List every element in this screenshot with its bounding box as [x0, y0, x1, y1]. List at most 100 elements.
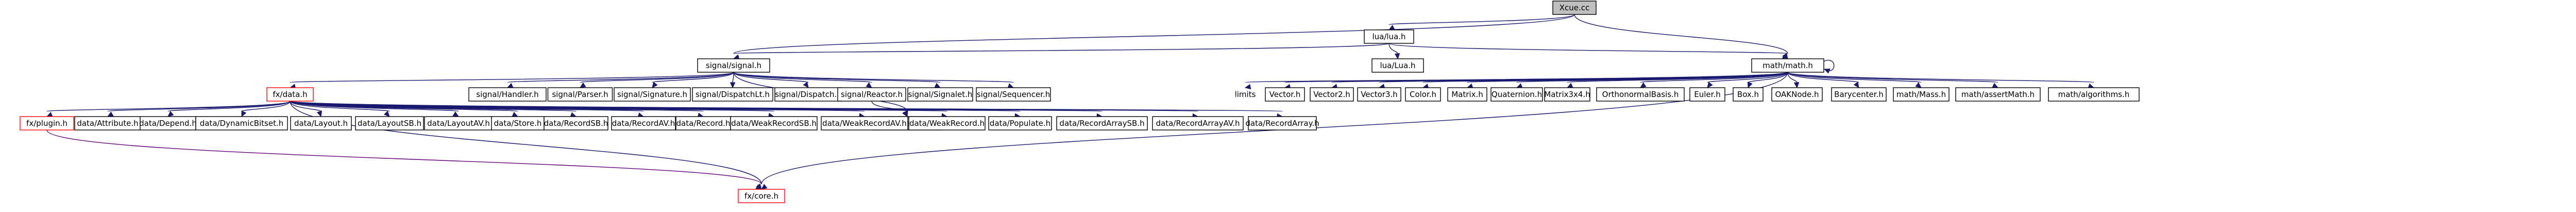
node-box: [1831, 87, 1887, 102]
edge-n_mathmath-to-n_mathmass: [1787, 72, 1922, 83]
node-label: data/Store.h: [494, 119, 542, 128]
graph-edges: [46, 14, 2095, 190]
node-box: [738, 189, 785, 203]
edge-n_sigsig-to-n_sigreactor: [733, 72, 872, 83]
node-vector3[interactable]: Vector3.h: [1357, 87, 1401, 102]
node-box: [1364, 29, 1414, 44]
edge-arrowhead: [506, 83, 514, 88]
node-label: data/WeakRecordSB.h: [731, 119, 817, 128]
node-fxcore[interactable]: fx/core.h: [738, 189, 785, 203]
edge-arrowhead: [730, 82, 736, 89]
node-label: lua/lua.h: [1372, 32, 1405, 41]
node-drecordav[interactable]: data/RecordAV.h: [611, 116, 676, 131]
edge-arrowhead: [241, 110, 247, 118]
node-box: [988, 116, 1052, 131]
node-drecordarraysb[interactable]: data/RecordArraySB.h: [1056, 116, 1148, 131]
node-label: Matrix.h: [1451, 90, 1483, 99]
node-label: math/assertMath.h: [1961, 90, 2035, 99]
node-label: data/RecordArraySB.h: [1059, 119, 1144, 128]
node-dlayoutav[interactable]: data/LayoutAV.h: [424, 116, 493, 131]
edge-n_mathmath-to-n_mathassert: [1787, 72, 1998, 83]
node-dpopulate[interactable]: data/Populate.h: [988, 116, 1052, 131]
node-label: data/RecordAV.h: [612, 119, 675, 128]
node-mathmass[interactable]: math/Mass.h: [1893, 87, 1950, 102]
node-box[interactable]: Box.h: [1733, 87, 1764, 102]
node-vector2[interactable]: Vector2.h: [1310, 87, 1354, 102]
node-oaknode[interactable]: OAKNode.h: [1771, 87, 1823, 102]
edge-arrowhead: [1992, 83, 1999, 88]
node-box: [611, 116, 676, 131]
node-dweakrecord[interactable]: data/WeakRecord.h: [908, 116, 986, 131]
node-dweakrecordsb[interactable]: data/WeakRecordSB.h: [730, 116, 818, 131]
node-dlayout[interactable]: data/Layout.h: [290, 116, 352, 131]
node-drecord[interactable]: data/Record.h: [675, 116, 731, 131]
node-label: data/Populate.h: [990, 119, 1050, 128]
node-sigdispatch[interactable]: signal/Dispatch.h: [774, 87, 842, 102]
node-label: signal/DispatchLt.h: [696, 90, 770, 99]
node-matrix3x4[interactable]: Matrix3x4.h: [1544, 87, 1590, 102]
node-barycenter[interactable]: Barycenter.h: [1831, 87, 1887, 102]
node-sigsequencer[interactable]: signal/Sequencer.h: [976, 87, 1051, 102]
node-box: [2048, 87, 2140, 102]
node-ddynbitset[interactable]: data/DynamicBitset.h: [195, 116, 288, 131]
node-matrix[interactable]: Matrix.h: [1447, 87, 1487, 102]
node-fxdata[interactable]: fx/data.h: [266, 87, 314, 102]
edge-n_mathmath-to-n_mathalgo: [1787, 72, 2094, 83]
node-sigdispatchlt[interactable]: signal/DispatchLt.h: [692, 87, 773, 102]
node-label: Barycenter.h: [1834, 90, 1884, 99]
node-box: [1056, 116, 1148, 131]
node-sigparser[interactable]: signal/Parser.h: [547, 87, 613, 102]
node-label: data/Depend.h: [139, 119, 197, 128]
edge-arrowhead: [512, 111, 519, 117]
node-orthonormal[interactable]: OrthonormalBasis.h: [1596, 87, 1685, 102]
edge-arrowhead: [652, 81, 658, 88]
node-box: [1310, 87, 1354, 102]
node-box: [730, 116, 818, 131]
node-box: [908, 116, 986, 131]
node-root[interactable]: Xcue.cc: [1552, 1, 1597, 15]
edge-arrowhead: [1747, 81, 1753, 89]
edge-n_root-to-n_mathmath: [1574, 14, 1788, 54]
node-box: [1152, 116, 1244, 131]
node-luacuel[interactable]: lua/Lua.h: [1371, 58, 1424, 73]
node-sighandler[interactable]: signal/Handler.h: [468, 87, 547, 102]
edge-n_root-to-n_luacue: [1388, 14, 1575, 25]
node-ddepend[interactable]: data/Depend.h: [139, 116, 197, 131]
node-label: signal/Dispatch.h: [775, 90, 842, 99]
node-dweakrecordav[interactable]: data/WeakRecordAV.h: [821, 116, 908, 131]
node-drecordarray[interactable]: data/RecordArray.h: [1245, 116, 1319, 131]
node-sigreactor[interactable]: signal/Reactor.h: [837, 87, 906, 102]
node-vector[interactable]: Vector.h: [1265, 87, 1305, 102]
node-sigsignature[interactable]: signal/Signature.h: [614, 87, 691, 102]
node-sigsig[interactable]: signal/signal.h: [697, 58, 770, 73]
node-color[interactable]: Color.h: [1405, 87, 1441, 102]
node-box: [20, 116, 74, 131]
node-box: [74, 116, 141, 131]
node-dlayoutsb[interactable]: data/LayoutSB.h: [355, 116, 424, 131]
edge-n_fxdata-to-n_ddepend: [167, 101, 291, 112]
node-label: data/DynamicBitset.h: [200, 119, 284, 128]
node-dstore[interactable]: data/Store.h: [491, 116, 545, 131]
node-euler[interactable]: Euler.h: [1689, 87, 1725, 102]
node-sigsignalet[interactable]: signal/Signalet.h: [907, 87, 973, 102]
edge-arrowhead: [1823, 69, 1831, 74]
edge-n_fxdata-to-n_dattribute: [107, 101, 291, 112]
node-mathmath[interactable]: math/math.h: [1751, 58, 1824, 73]
edge-n_sigsig-to-n_sighandler: [507, 72, 734, 83]
node-box: [1689, 87, 1725, 102]
node-limits[interactable]: limits: [1230, 88, 1261, 101]
node-box: [544, 116, 608, 131]
node-drecordarrayav[interactable]: data/RecordArrayAV.h: [1152, 116, 1244, 131]
edge-n_sigsig-to-n_sigparser: [580, 72, 734, 83]
node-mathassert[interactable]: math/assertMath.h: [1955, 87, 2041, 102]
node-dattribute[interactable]: data/Attribute.h: [74, 116, 141, 131]
node-drecordsb[interactable]: data/RecordSB.h: [544, 116, 608, 131]
edge-n_sigsig-to-n_sigdispatch: [733, 72, 809, 83]
node-mathalgo[interactable]: math/algorithms.h: [2048, 87, 2140, 102]
node-quaternion[interactable]: Quaternion.h: [1490, 87, 1543, 102]
node-luacue[interactable]: lua/lua.h: [1364, 29, 1414, 44]
node-label: Vector3.h: [1361, 90, 1398, 99]
edge-arrowhead: [383, 110, 390, 117]
node-fxplugin[interactable]: fx/plugin.h: [20, 116, 74, 131]
edge-n_mathmath-to-n_euler: [1707, 72, 1788, 83]
